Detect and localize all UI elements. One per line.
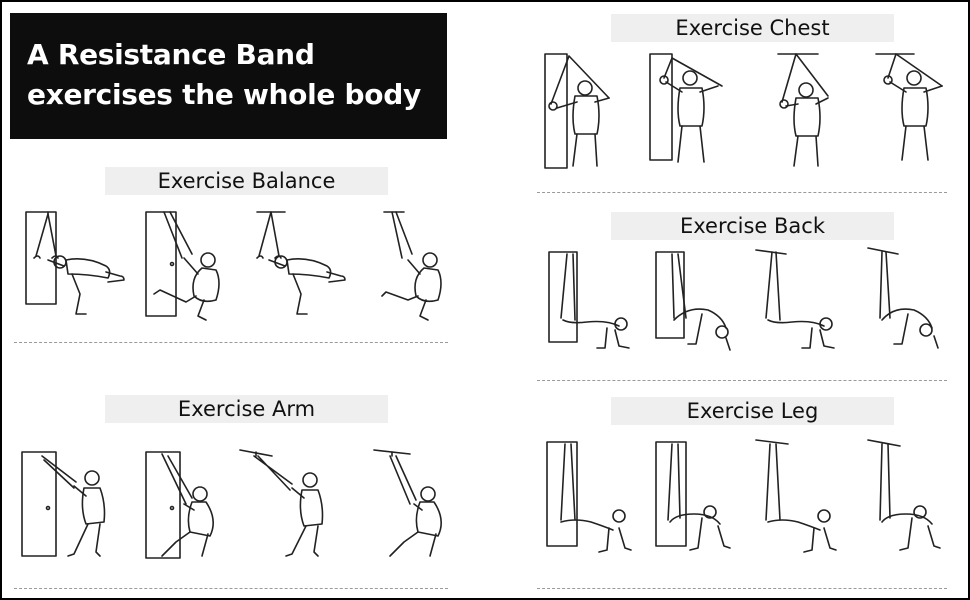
title-banner: A Resistance Band exercises the whole bo…	[10, 13, 447, 139]
arm-figure-2	[145, 451, 214, 559]
divider-back	[537, 380, 947, 381]
section-title-arm: Exercise Arm	[105, 395, 388, 423]
section-title-leg: Exercise Leg	[611, 397, 894, 425]
section-title-chest: Exercise Chest	[611, 14, 894, 42]
back-figure-2	[655, 251, 731, 351]
divider-balance	[14, 342, 448, 343]
balance-figure-1	[25, 211, 125, 315]
leg-figure-4	[867, 439, 941, 551]
leg-figure-1	[546, 441, 632, 553]
leg-figure-3	[755, 439, 837, 553]
arm-figure-1	[21, 451, 106, 557]
arm-figure-3	[239, 449, 324, 557]
arm-figure-4	[373, 449, 442, 557]
back-figure-3	[755, 249, 835, 349]
divider-chest	[537, 192, 947, 193]
chest-figure-1	[544, 53, 610, 169]
divider-leg	[537, 588, 947, 589]
leg-figure-2	[655, 441, 731, 551]
balance-figure-2	[145, 211, 220, 321]
balance-figure-4	[381, 211, 442, 321]
section-title-balance: Exercise Balance	[105, 167, 388, 195]
balance-figure-3	[256, 211, 346, 315]
chest-figure-4	[875, 53, 943, 161]
back-figure-4	[867, 247, 939, 349]
title-line-1: A Resistance Band	[27, 38, 315, 71]
chest-figure-3	[777, 53, 829, 167]
section-title-back: Exercise Back	[611, 212, 894, 240]
back-figure-1	[548, 251, 630, 349]
title-line-2: exercises the whole body	[27, 78, 421, 111]
chest-figure-2	[649, 53, 723, 163]
divider-arm	[14, 588, 448, 589]
